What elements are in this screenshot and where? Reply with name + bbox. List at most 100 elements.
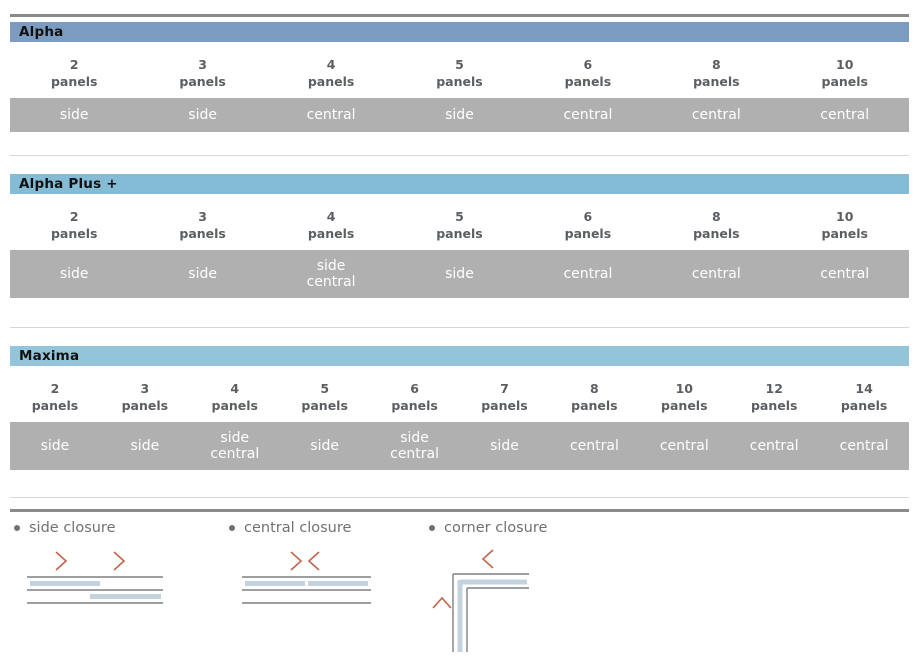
- panel-count: 8: [590, 381, 599, 396]
- legend-rule-thick: [10, 509, 909, 512]
- section-header-bar: Maxima: [10, 346, 909, 366]
- closure-type: side: [400, 430, 429, 446]
- section-header-bar: Alpha: [10, 22, 909, 42]
- panel-count: 10: [675, 381, 693, 396]
- panel-count: 12: [765, 381, 783, 396]
- panel-unit-label: panels: [821, 74, 868, 89]
- legend-item-corner-closure: corner closure: [429, 520, 649, 660]
- closure-value: central: [639, 433, 729, 459]
- closure-type: central: [306, 107, 356, 123]
- panel-unit-label: panels: [840, 398, 888, 413]
- panel-count: 4: [230, 381, 240, 396]
- panel-count: 2: [69, 209, 79, 224]
- panel-count: 5: [455, 209, 464, 224]
- closure-type: central: [691, 266, 741, 282]
- panel-unit-label: panels: [564, 74, 612, 89]
- closure-type: side: [40, 438, 70, 454]
- section-title: Alpha Plus +: [19, 176, 118, 192]
- panel-unit-label: panels: [436, 226, 483, 241]
- column-header: 4 panels: [267, 208, 395, 242]
- legend-label-side: side closure: [14, 520, 229, 536]
- bullet-icon: [14, 525, 20, 531]
- panel-unit-label: panels: [179, 74, 226, 89]
- closure-value: central: [781, 261, 909, 287]
- bullet-icon: [229, 525, 235, 531]
- panel-count: 6: [583, 57, 593, 72]
- panel-unit-label: panels: [31, 398, 79, 413]
- legend-label-corner: corner closure: [429, 520, 649, 536]
- bullet-icon: [429, 525, 435, 531]
- closure-value: side: [138, 261, 266, 287]
- column-header: 12 panels: [729, 380, 819, 414]
- top-rule: [10, 14, 909, 17]
- panel-unit-label: panels: [821, 226, 868, 241]
- closure-value: central: [267, 102, 395, 128]
- closure-value: central: [729, 433, 819, 459]
- panel-unit-label: panels: [750, 398, 798, 413]
- closure-value: central: [549, 433, 639, 459]
- section-header-bar: Alpha Plus +: [10, 174, 909, 194]
- column-header: 14 panels: [819, 380, 909, 414]
- legend-item-side-closure: side closure: [14, 520, 229, 660]
- closure-type: side: [59, 107, 89, 123]
- closure-type: side: [59, 266, 89, 282]
- column-header: 2 panels: [10, 56, 138, 90]
- closure-type: central: [691, 107, 741, 123]
- closure-value: side: [395, 102, 523, 128]
- closure-value: side: [395, 261, 523, 287]
- closure-type: side: [188, 107, 217, 123]
- closure-value: side: [280, 433, 370, 459]
- closure-value: side: [138, 102, 266, 128]
- panel-unit-label: panels: [693, 226, 740, 241]
- panel-count: 2: [69, 57, 79, 72]
- panel-unit-label: panels: [50, 74, 98, 89]
- section-title: Maxima: [19, 348, 80, 364]
- panel-unit-label: panels: [211, 398, 258, 413]
- panel-unit-label: panels: [307, 74, 355, 89]
- side-closure-diagram: [14, 546, 229, 620]
- panel-count: 3: [140, 381, 150, 396]
- panel-unit-label: panels: [391, 398, 438, 413]
- closure-value: central: [524, 102, 652, 128]
- closure-type: central: [563, 266, 613, 282]
- corner-closure-diagram: [429, 546, 649, 660]
- legend-label-central: central closure: [229, 520, 429, 536]
- panel-count: 4: [326, 209, 336, 224]
- section-title: Alpha: [19, 24, 64, 40]
- closure-type: central: [839, 438, 889, 454]
- panel-unit-label: panels: [661, 398, 708, 413]
- panel-count: 10: [836, 209, 854, 224]
- column-header: 6 panels: [524, 56, 652, 90]
- panel-count: 7: [500, 381, 509, 396]
- panel-count: 4: [326, 57, 336, 72]
- panel-count: 10: [836, 57, 854, 72]
- closure-value: side: [10, 261, 138, 287]
- panel-count: 14: [855, 381, 873, 396]
- panel-unit-label: panels: [307, 226, 355, 241]
- closure-type: central: [390, 446, 440, 462]
- legend-text-side: side closure: [29, 520, 116, 536]
- closure-type: central: [306, 274, 356, 290]
- closure-type: central: [569, 438, 619, 454]
- panel-count: 5: [455, 57, 464, 72]
- closure-value: side: [100, 433, 190, 459]
- panel-unit-label: panels: [564, 226, 612, 241]
- closure-type: central: [820, 107, 870, 123]
